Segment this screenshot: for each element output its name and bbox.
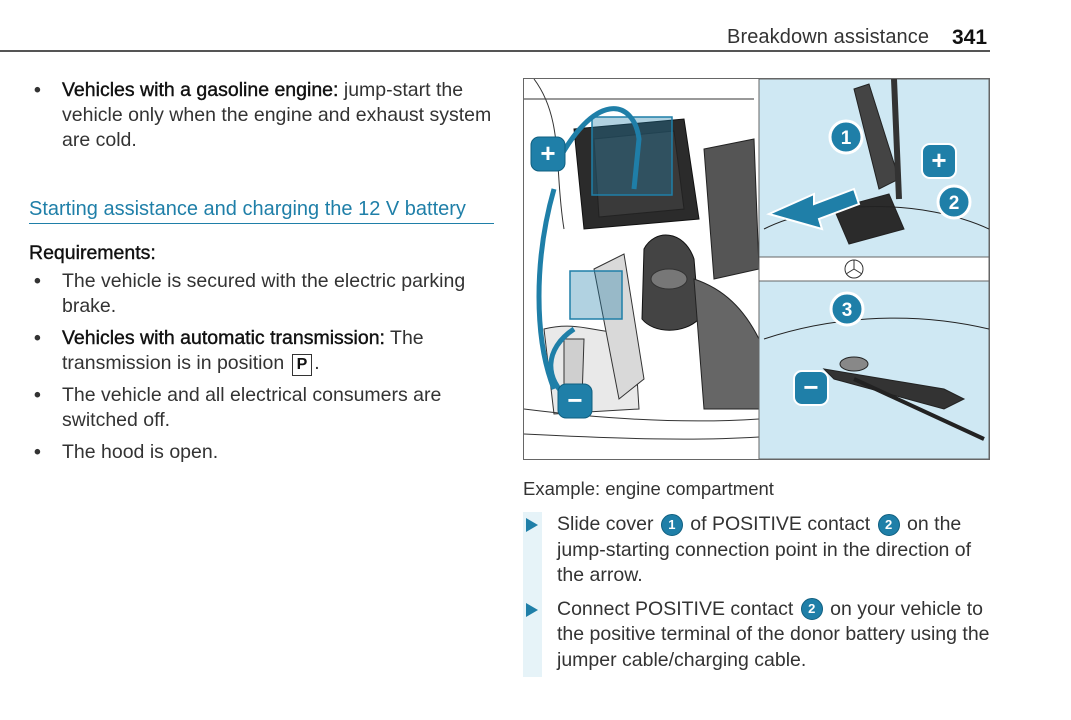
minus-symbol-small: −: [803, 372, 818, 402]
step-text: on your vehicle to the positive terminal…: [557, 597, 990, 671]
plus-symbol: +: [540, 138, 555, 168]
callout-1-badge: 1: [828, 119, 864, 155]
step-arrow-icon: [526, 602, 538, 617]
positive-point-highlight: [591, 116, 673, 196]
steps-accent-bar: [523, 512, 542, 677]
requirement-text: The transmission is in position: [62, 327, 424, 374]
plus-symbol-small: +: [931, 145, 946, 175]
step-text: on the jump-starting connection point in…: [557, 513, 972, 586]
callout-2-badge: 2: [936, 184, 972, 220]
requirement-text: The hood is open.: [62, 441, 219, 463]
engine-compartment-illustration: + − 1 2 +: [523, 78, 990, 460]
plus-badge-small-icon: +: [921, 143, 957, 179]
gasoline-note-label: Vehicles with a gasoline engine:: [62, 79, 339, 101]
bullet-dot: •: [34, 270, 41, 292]
requirement-item: • The vehicle is secured with the electr…: [29, 269, 499, 319]
detail-panel-bottom: [758, 280, 989, 459]
step-arrow-icon: [526, 518, 538, 532]
section-title: Breakdown assistance: [727, 26, 930, 48]
callout-3-badge: 3: [829, 291, 865, 327]
header-divider: [0, 50, 990, 52]
plus-badge-icon: +: [530, 136, 566, 172]
instruction-step: Connect POSITIVE contact 2 on your vehic…: [523, 597, 993, 674]
requirement-text: The vehicle is secured with the electric…: [62, 270, 466, 317]
callout-3-number: 3: [842, 300, 853, 321]
minus-badge-small-icon: −: [793, 370, 829, 406]
step-text: of POSITIVE contact: [684, 513, 876, 535]
requirement-text-end: .: [314, 352, 320, 374]
engine-illustration-svg: + − 1 2 +: [524, 79, 989, 459]
brand-star-icon: [844, 259, 864, 279]
callout-2-ref: 2: [877, 513, 900, 536]
step-text: Connect POSITIVE contact: [557, 597, 799, 620]
callout-1-ref: 1: [660, 513, 683, 536]
gasoline-note-text: jump-start the vehicle only when the eng…: [62, 79, 492, 151]
figure-caption: Example: engine compartment: [523, 478, 774, 499]
positive-cable-illustration: [551, 106, 642, 190]
requirement-item: • The vehicle and all electrical consume…: [29, 383, 499, 433]
slide-direction-arrow-icon: [766, 187, 861, 231]
requirement-text: The vehicle and all electrical consumers…: [62, 384, 442, 431]
requirement-item: • Vehicles with automatic transmission: …: [29, 326, 499, 376]
requirement-item: • The hood is open.: [29, 440, 499, 465]
bullet-dot: •: [34, 79, 41, 101]
requirements-label: Requirements:: [29, 242, 156, 264]
instruction-steps: Slide cover 1 of POSITIVE contact 2 on t…: [523, 512, 993, 681]
callout-1-number: 1: [841, 128, 852, 149]
section-heading-link[interactable]: Starting assistance and charging the 12 …: [29, 198, 494, 224]
page-number: 341: [952, 26, 988, 49]
ground-clamp-drawing: [763, 317, 989, 441]
minus-badge-icon: −: [557, 383, 593, 419]
park-position-key: P: [291, 354, 313, 376]
left-column: • Vehicles with a gasoline engine: jump-…: [29, 78, 499, 472]
requirement-label: Vehicles with automatic transmission:: [62, 327, 385, 349]
step-text: Slide cover: [557, 513, 659, 535]
bullet-dot: •: [34, 441, 41, 463]
callout-2-ref: 2: [800, 598, 823, 621]
engine-bay-drawing: [524, 79, 760, 440]
ground-point-highlight: [569, 270, 623, 320]
bullet-dot: •: [34, 327, 41, 349]
minus-symbol: −: [567, 385, 582, 415]
callout-2-number: 2: [949, 193, 960, 214]
gasoline-note: • Vehicles with a gasoline engine: jump-…: [29, 78, 499, 153]
bullet-dot: •: [34, 384, 41, 406]
instruction-step: Slide cover 1 of POSITIVE contact 2 on t…: [523, 512, 993, 589]
